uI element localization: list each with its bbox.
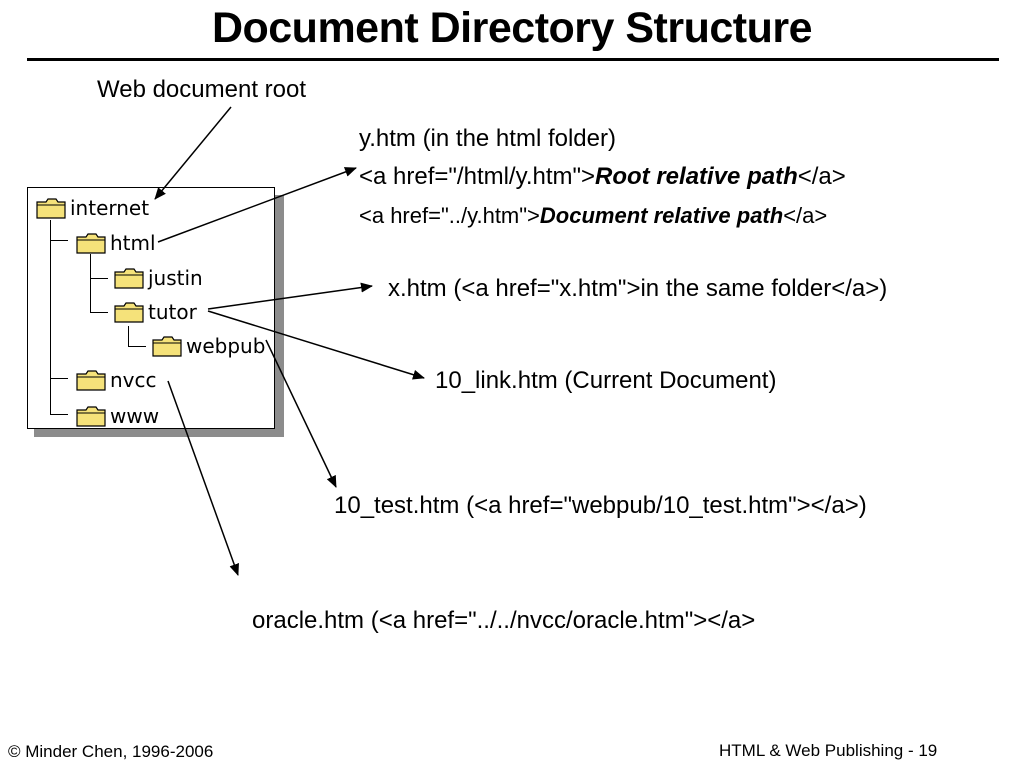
tree-node-label: internet: [70, 196, 150, 220]
tree-node-internet[interactable]: internet: [36, 196, 149, 220]
note-root-relative: <a href="/html/y.htm">Root relative path…: [359, 163, 846, 191]
folder-icon: [152, 335, 182, 357]
tree-line: [50, 240, 68, 241]
note-current-document: 10_link.htm (Current Document): [435, 367, 777, 394]
tree-line: [50, 414, 68, 415]
arrow-icon: [154, 106, 232, 200]
folder-icon: [76, 369, 106, 391]
folder-icon: [36, 197, 66, 219]
note-root-relative-close: </a>: [797, 163, 846, 190]
tree-line: [50, 220, 51, 414]
directory-tree-panel: [27, 187, 275, 429]
arrow-icon: [207, 282, 373, 310]
title-rule: [27, 58, 999, 61]
note-y-title: y.htm (in the html folder): [359, 125, 616, 152]
arrow-icon: [157, 167, 357, 243]
tree-line: [50, 378, 68, 379]
note-same-folder: x.htm (<a href="x.htm">in the same folde…: [388, 275, 888, 302]
tree-node-label: nvcc: [110, 368, 157, 392]
note-document-relative-emphasis: Document relative path: [539, 203, 784, 228]
tree-node-label: tutor: [148, 300, 197, 324]
note-document-relative-open: <a href="../y.htm">: [359, 203, 540, 228]
tree-line: [128, 346, 146, 347]
arrow-icon: [167, 380, 239, 576]
note-root-relative-emphasis: Root relative path: [595, 163, 798, 190]
root-label: Web document root: [97, 76, 307, 103]
tree-node-webpub[interactable]: webpub: [152, 334, 265, 358]
footer-copyright: © Minder Chen, 1996-2006: [8, 742, 214, 761]
arrow-icon: [265, 339, 337, 488]
folder-icon: [76, 232, 106, 254]
tree-node-label: webpub: [186, 334, 266, 358]
note-document-relative-close: </a>: [783, 203, 828, 228]
tree-line: [90, 254, 91, 312]
tree-line: [90, 312, 108, 313]
tree-node-label: justin: [148, 266, 203, 290]
tree-node-html[interactable]: html: [76, 231, 156, 255]
note-root-relative-open: <a href="/html/y.htm">: [359, 163, 596, 190]
page-title: Document Directory Structure: [211, 4, 813, 52]
arrow-icon: [207, 310, 425, 380]
tree-node-www[interactable]: www: [76, 404, 159, 428]
tree-node-nvcc[interactable]: nvcc: [76, 368, 157, 392]
tree-line: [90, 278, 108, 279]
footer-slide-number: HTML & Web Publishing - 19: [719, 741, 938, 760]
tree-node-tutor[interactable]: tutor: [114, 300, 197, 324]
tree-node-justin[interactable]: justin: [114, 266, 203, 290]
note-parent-link: oracle.htm (<a href="../../nvcc/oracle.h…: [252, 607, 756, 634]
folder-icon: [76, 405, 106, 427]
note-subfolder-link: 10_test.htm (<a href="webpub/10_test.htm…: [334, 492, 867, 519]
folder-icon: [114, 301, 144, 323]
note-document-relative: <a href="../y.htm">Document relative pat…: [359, 203, 827, 229]
tree-node-label: html: [110, 231, 156, 255]
tree-node-label: www: [110, 404, 160, 428]
folder-icon: [114, 267, 144, 289]
tree-line: [128, 326, 129, 346]
